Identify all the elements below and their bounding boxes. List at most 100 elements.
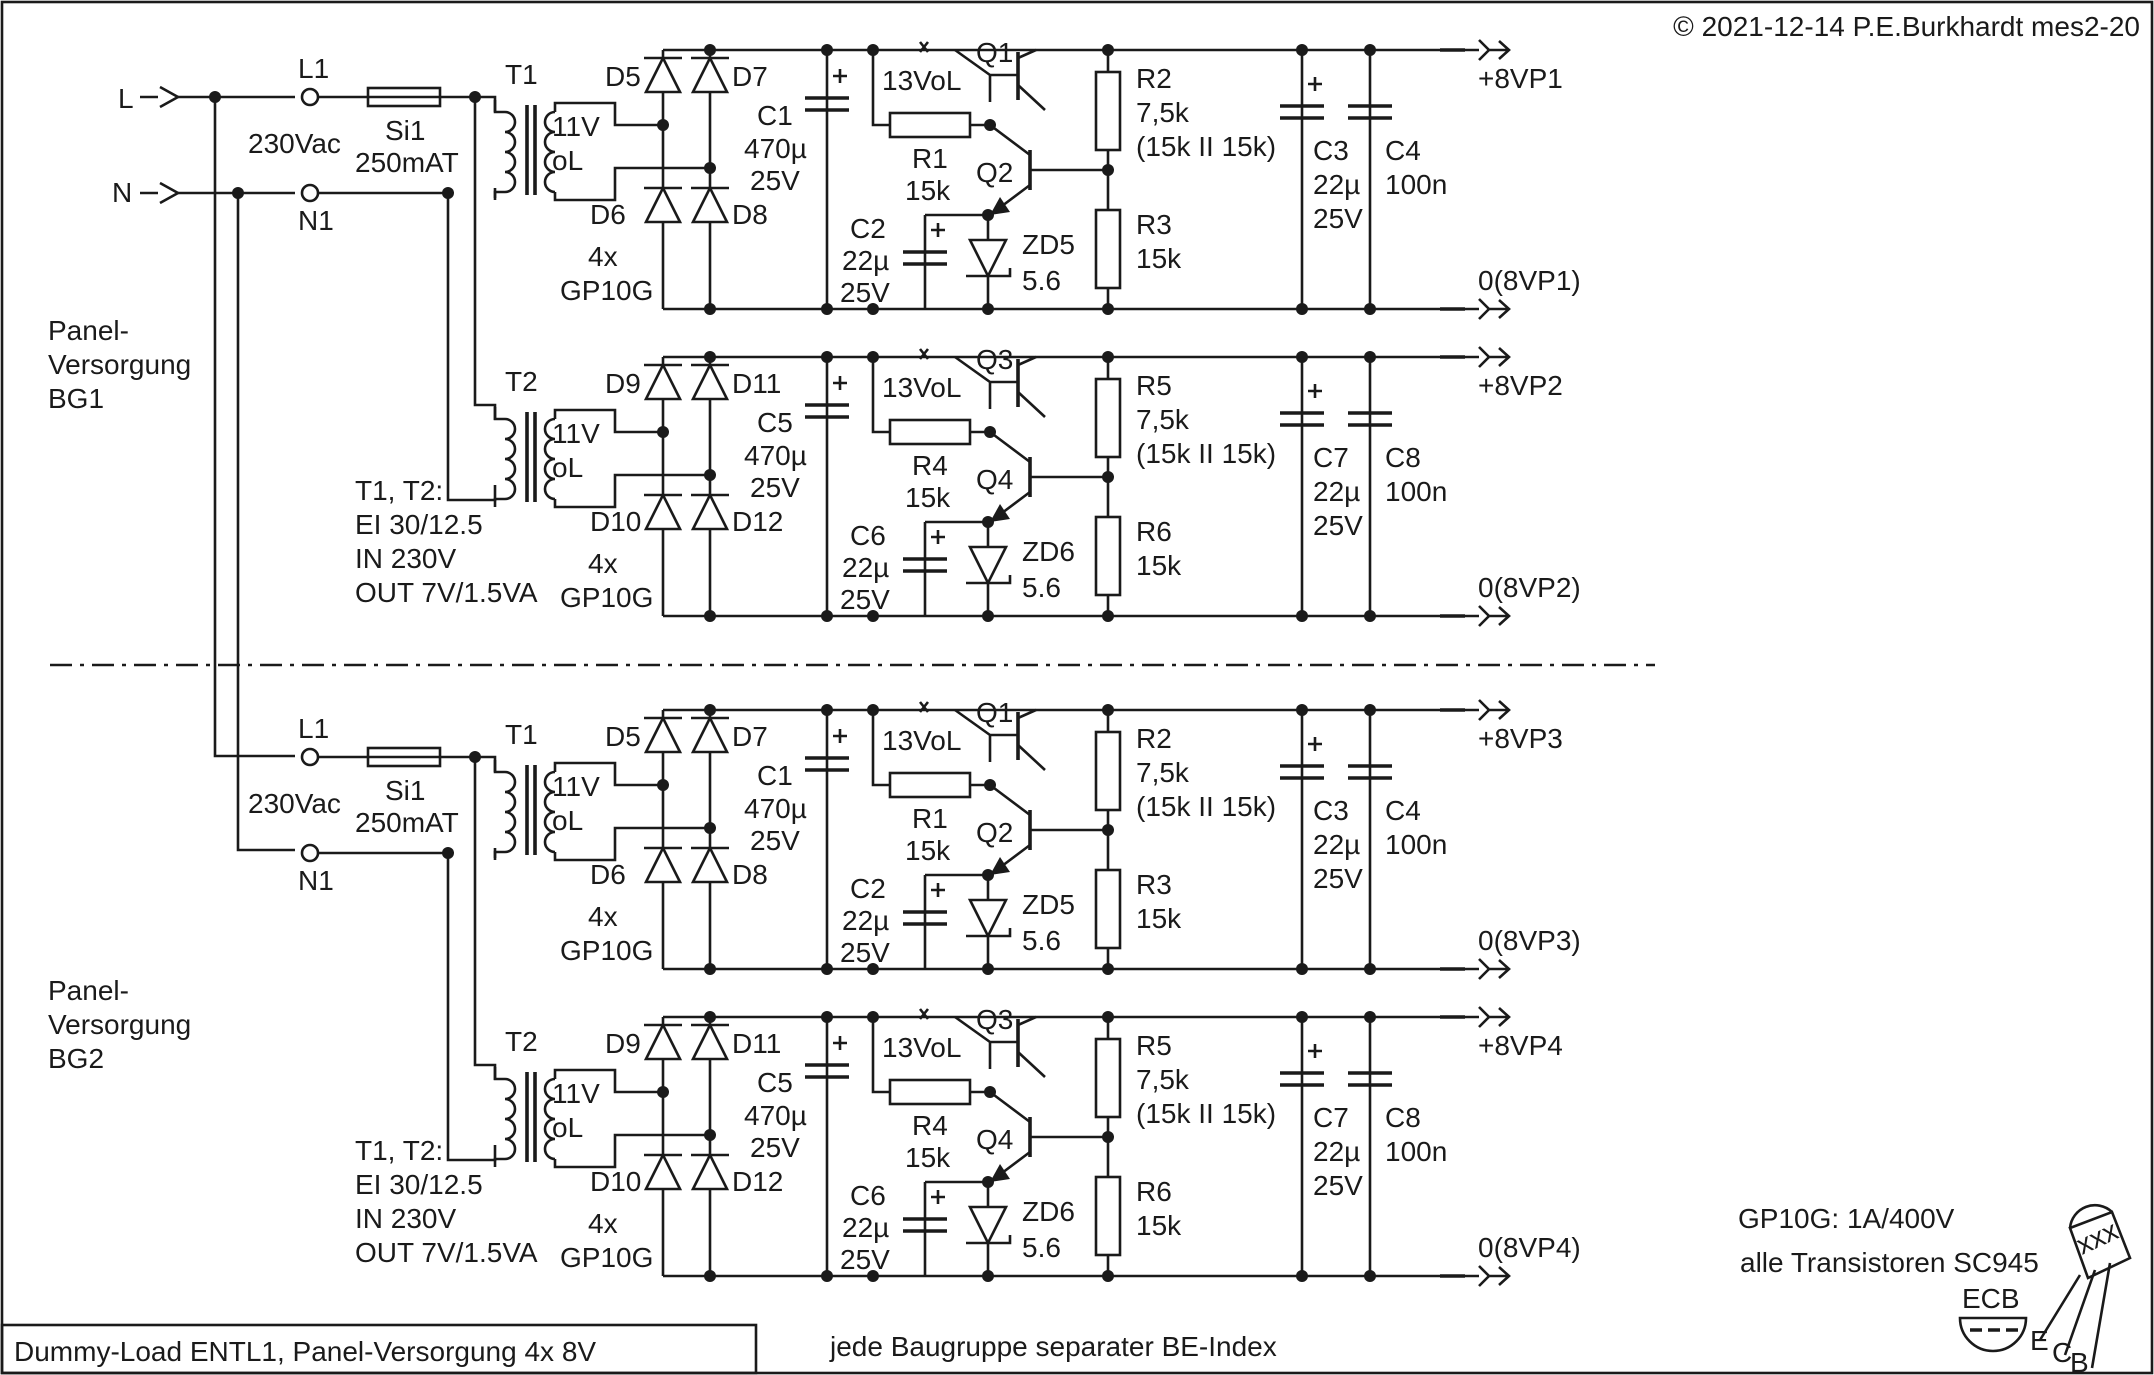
resistor-label: R6	[1136, 516, 1172, 547]
divider-resistor-bottom	[1094, 1175, 1122, 1257]
transistor-legs-icon	[2038, 1262, 2112, 1369]
wire	[871, 357, 890, 434]
zener-icon	[967, 238, 1009, 279]
capacitor-value-label: 22µ	[1313, 476, 1360, 507]
diode-label: D10	[590, 506, 641, 537]
diode-label: D11	[732, 1028, 781, 1059]
resistor-note-label: (15k II 15k)	[1136, 1098, 1276, 1129]
diode-label: D9	[605, 368, 641, 399]
resistor-value-label: 7,5k	[1136, 1064, 1190, 1095]
secondary-voltage-label: 11V	[552, 111, 600, 142]
transformer-core	[525, 412, 537, 502]
capacitor-voltage-label: 25V	[840, 937, 890, 968]
resistor-value-label: 15k	[1136, 243, 1182, 274]
junction-dot	[704, 1011, 716, 1023]
resistor-note-label: (15k II 15k)	[1136, 438, 1276, 469]
fuse-label: Si1	[385, 115, 425, 146]
diode-icon	[643, 185, 683, 224]
capacitor-polarity	[1308, 384, 1322, 398]
capacitor-voltage-label: 25V	[1313, 203, 1363, 234]
diode-label: D7	[732, 61, 768, 92]
trafo-spec-label: T1, T2:	[355, 475, 443, 506]
fuse-label: Si1	[385, 775, 425, 806]
group-label: Versorgung	[48, 349, 191, 380]
capacitor-label: C2	[850, 873, 886, 904]
zener-value-label: 5.6	[1022, 1232, 1061, 1263]
capacitor-label: C3	[1313, 135, 1349, 166]
filter-capacitor	[903, 557, 947, 573]
transistor-note: alle Transistoren SC945	[1740, 1247, 2039, 1278]
wire	[446, 853, 497, 1162]
secondary-voltage-label: 11V	[552, 771, 600, 802]
resistor-label: R6	[1136, 1176, 1172, 1207]
filter-capacitor	[903, 1217, 947, 1233]
capacitor-label: C8	[1385, 1102, 1421, 1133]
mains-voltage-label: 230Vac	[248, 128, 341, 159]
wire	[493, 100, 505, 200]
resistor-label: R3	[1136, 869, 1172, 900]
diode-icon	[690, 845, 730, 884]
capacitor-label: C7	[1313, 1102, 1349, 1133]
output-arrow-icon	[1465, 1265, 1511, 1287]
capacitor-polarity	[931, 223, 945, 237]
transistor-label: Q4	[976, 464, 1013, 495]
zener-cathode	[966, 928, 1012, 938]
resistor-label: R1	[912, 143, 948, 174]
junction-dot	[704, 1129, 716, 1141]
capacitor-value-label: 22µ	[842, 245, 889, 276]
zener-icon	[967, 898, 1009, 939]
resistor-value-label: 7,5k	[1136, 404, 1190, 435]
resistor-label: R2	[1136, 63, 1172, 94]
resistor-value-label: 15k	[905, 835, 951, 866]
secondary-note-label: oL	[552, 1112, 583, 1143]
divider-resistor-top	[1094, 1037, 1122, 1119]
capacitor-value-label: 100n	[1385, 169, 1447, 200]
wire	[1300, 1017, 1372, 1276]
resistor-value-label: 7,5k	[1136, 97, 1190, 128]
transistor-label: Q2	[976, 157, 1013, 188]
bulk-capacitor	[805, 1063, 849, 1079]
terminal-circle	[300, 747, 320, 767]
transistor-label: Q2	[976, 817, 1013, 848]
capacitor-voltage-label: 25V	[1313, 510, 1363, 541]
junction-dot	[704, 303, 716, 315]
transformer-coil	[543, 417, 556, 501]
to92-outline	[1958, 1316, 2028, 1353]
diode-label: D9	[605, 1028, 641, 1059]
wire	[918, 1008, 930, 1020]
resistor-note-label: (15k II 15k)	[1136, 131, 1276, 162]
wire	[1017, 1051, 1046, 1078]
group-label: Panel-	[48, 315, 129, 346]
wire	[140, 181, 181, 205]
zener-icon	[967, 1205, 1009, 1246]
secondary-note-label: oL	[552, 145, 583, 176]
wire	[493, 760, 505, 860]
wire	[473, 95, 497, 420]
capacitor-value-label: 100n	[1385, 829, 1447, 860]
mains-l-label: L1	[298, 713, 329, 744]
diode-icon	[643, 492, 683, 531]
diode-label: D6	[590, 199, 626, 230]
output-arrow-icon	[1465, 1006, 1511, 1028]
resistor-label: R5	[1136, 370, 1172, 401]
diode-icon	[643, 55, 683, 94]
junction-dot	[704, 822, 716, 834]
trafo-spec-label: IN 230V	[355, 543, 456, 574]
capacitor-value-label: 22µ	[1313, 169, 1360, 200]
capacitor-value-label: 22µ	[842, 552, 889, 583]
trafo-spec-label: OUT 7V/1.5VA	[355, 577, 538, 608]
bridge-note-label: 13VoL	[882, 65, 961, 96]
capacitor-value-label: 100n	[1385, 1136, 1447, 1167]
transformer-label: T1	[505, 59, 538, 90]
title-block	[0, 1323, 758, 1375]
bridge-note-label: 13VoL	[882, 725, 961, 756]
emitter-arrow	[990, 1164, 1010, 1182]
transformer-core	[525, 105, 537, 195]
diode-count-label: 4x	[588, 1208, 618, 1239]
diode-label: D8	[732, 199, 768, 230]
diode-icon	[690, 362, 730, 401]
wire	[1017, 84, 1046, 111]
resistor-value-label: 15k	[905, 1142, 951, 1173]
capacitor-label: C5	[757, 1067, 793, 1098]
secondary-voltage-label: 11V	[552, 1078, 600, 1109]
